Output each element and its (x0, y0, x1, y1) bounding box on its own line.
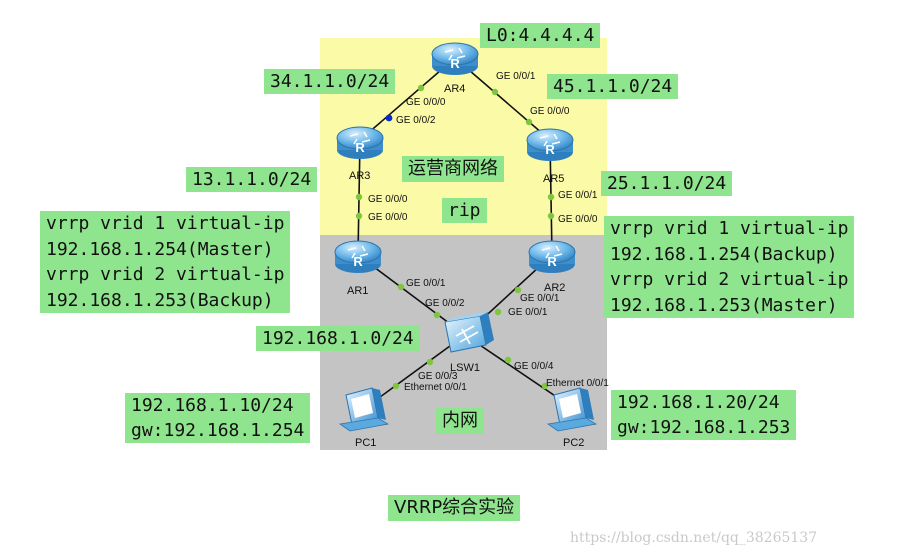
vrrp-line: vrrp vrid 2 virtual-ip (46, 264, 285, 285)
host-config-pc2: 192.168.1.20/24 gw:192.168.1.253 (611, 390, 797, 440)
port-label: GE 0/0/3 (418, 371, 458, 382)
router-icon (336, 126, 384, 160)
device-name-pc2: PC2 (563, 437, 585, 449)
port-label: GE 0/0/0 (368, 212, 408, 223)
port-label: GE 0/0/0 (558, 214, 598, 225)
port-label: GE 0/0/0 (406, 97, 446, 108)
port-dot (525, 118, 533, 126)
port-dot (494, 308, 502, 316)
link-lsw1-pc1 (364, 334, 466, 409)
isp-zone-label: 运营商网络 (402, 156, 504, 182)
port-label: GE 0/0/0 (368, 194, 408, 205)
host-line: gw:192.168.1.253 (617, 417, 791, 438)
port-label: GE 0/0/4 (514, 361, 554, 372)
vrrp-line: vrrp vrid 1 virtual-ip (46, 213, 285, 234)
host-config-pc1: 192.168.1.10/24 gw:192.168.1.254 (125, 393, 311, 443)
port-dot (491, 88, 499, 96)
port-dot (355, 212, 363, 220)
vrrp-line: 192.168.1.254(Master) (46, 238, 274, 260)
host-line: 192.168.1.20/24 (617, 392, 780, 413)
vrrp-config-ar2: vrrp vrid 1 virtual-ip 192.168.1.254(Back… (604, 216, 855, 318)
port-dot (547, 212, 555, 220)
port-dot (397, 283, 405, 291)
port-dot (426, 358, 434, 366)
network-label-25: 25.1.1.0/24 (601, 171, 733, 196)
port-label: GE 0/0/1 (508, 307, 548, 318)
router-icon (431, 42, 479, 76)
vrrp-line: vrrp vrid 2 virtual-ip (610, 269, 849, 290)
vrrp-line: 192.168.1.253(Master) (610, 294, 838, 316)
pc-icon (546, 387, 598, 432)
port-dot (433, 311, 441, 319)
device-name-lsw1: LSW1 (450, 362, 480, 374)
host-line: gw:192.168.1.254 (131, 420, 305, 441)
switch-icon (444, 312, 494, 353)
vrrp-line: vrrp vrid 1 virtual-ip (610, 218, 849, 239)
watermark: https://blog.csdn.net/qq_38265137 (570, 530, 818, 546)
protocol-label: rip (442, 198, 487, 223)
router-icon (334, 240, 382, 274)
port-dot (355, 193, 363, 201)
port-label: Ethernet 0/0/1 (546, 378, 609, 389)
network-label-13: 13.1.1.0/24 (186, 167, 318, 192)
router-icon (526, 128, 574, 162)
port-dot (547, 193, 555, 201)
network-label-34: 34.1.1.0/24 (264, 69, 396, 94)
port-label: GE 0/0/0 (530, 106, 570, 117)
port-label: GE 0/0/2 (425, 298, 465, 309)
port-dot (504, 356, 512, 364)
device-name-ar3: AR3 (349, 170, 371, 182)
port-label: GE 0/0/1 (406, 278, 446, 289)
port-label: Ethernet 0/0/1 (404, 382, 467, 393)
port-label: GE 0/0/1 (496, 71, 536, 82)
port-dot (541, 382, 549, 390)
network-label-192: 192.168.1.0/24 (256, 326, 420, 351)
port-dot (392, 382, 400, 390)
vrrp-line: 192.168.1.253(Backup) (46, 289, 274, 311)
lan-zone-label: 内网 (436, 408, 484, 434)
port-label: GE 0/0/1 (520, 293, 560, 304)
device-name-ar2: AR2 (544, 282, 566, 294)
port-label: GE 0/0/2 (396, 115, 436, 126)
diagram-title: VRRP综合实验 (388, 495, 521, 521)
loopback-label: L0:4.4.4.4 (480, 23, 601, 48)
port-dot (514, 286, 522, 294)
device-name-ar4: AR4 (444, 83, 466, 95)
vrrp-config-ar1: vrrp vrid 1 virtual-ip 192.168.1.254(Mast… (40, 211, 291, 313)
device-name-pc1: PC1 (355, 437, 377, 449)
host-line: 192.168.1.10/24 (131, 395, 294, 416)
port-dot-active (385, 114, 393, 122)
router-icon (528, 240, 576, 274)
device-name-ar5: AR5 (543, 173, 565, 185)
device-name-ar1: AR1 (347, 285, 369, 297)
vrrp-line: 192.168.1.254(Backup) (610, 243, 838, 265)
pc-icon (338, 387, 390, 432)
network-label-45: 45.1.1.0/24 (547, 74, 679, 99)
port-dot (417, 84, 425, 92)
port-label: GE 0/0/1 (558, 190, 598, 201)
